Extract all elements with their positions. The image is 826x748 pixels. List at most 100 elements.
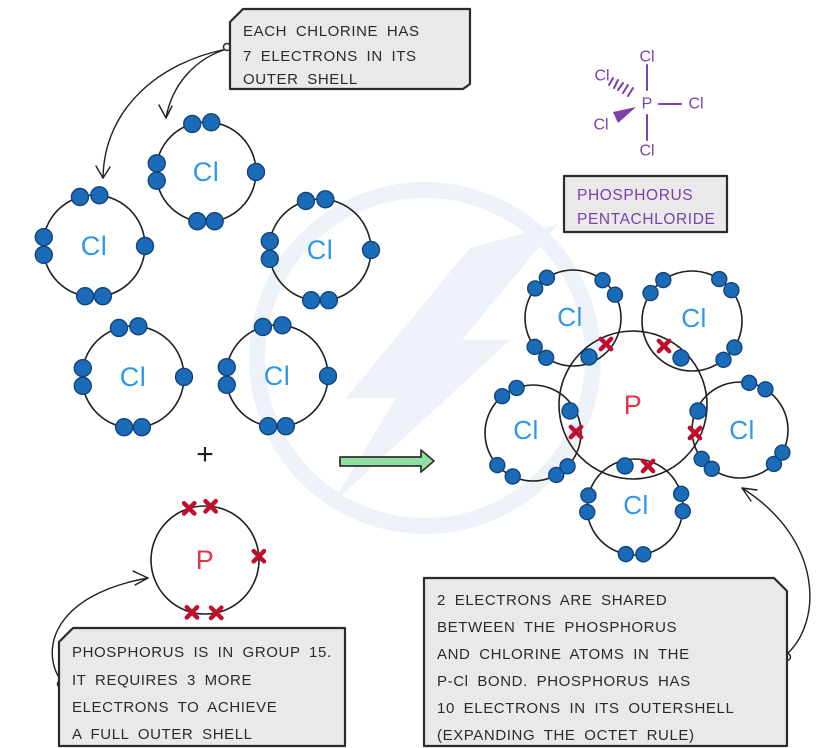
shared-electron-pair [616,457,656,475]
electron-dot [715,351,732,369]
electron-cross [568,424,584,440]
note-line: (EXPANDING THE OCTET RULE) [437,727,695,744]
electron-dot [774,444,791,461]
electron-dot [580,348,598,366]
electron-cross [208,605,224,621]
electron-dot [319,291,339,310]
arrowhead [132,570,149,586]
electron-dot [635,546,652,563]
arrowhead [95,165,111,179]
product-chlorine-atom-5: Cl [579,457,692,563]
electron-dot [548,466,565,484]
electron-dot [114,418,134,437]
electron-dot [70,187,90,207]
reaction-arrow-icon [339,449,435,473]
atom-symbol-label: Cl [513,415,539,445]
atom-shell-circle [150,505,260,615]
electron-dot [579,503,596,521]
note-line: BETWEEN THE PHOSPHORUS [437,619,677,636]
electron-dot [526,280,544,297]
formula-cl-lower-left: Cl [593,117,608,134]
atom-shell-circle [484,384,582,482]
hashed-wedge-bond [608,77,634,97]
electron-dot [174,367,194,387]
electron-dot [132,418,152,437]
electron-dot [147,154,166,173]
atom-shell-circle [641,270,743,372]
electron-dot [655,271,672,289]
electron-dot [273,316,292,335]
formula-cl-bottom: Cl [639,143,654,160]
electron-dot [504,468,521,485]
note-line: P-Cl BOND. PHOSPHORUS HAS [437,673,691,690]
electron-cross [598,336,614,352]
reactant-phosphorus-atom: P [150,498,267,621]
electron-cross [181,500,197,516]
electron-cross [640,458,656,474]
product-chlorine-atom-3: Cl [484,379,584,485]
electron-dot [672,349,690,367]
reactant-chlorine-atom-2: Cl [34,186,155,306]
atom-shell-circle [524,269,622,367]
reactant-chlorine-atom-5: Cl [217,316,338,436]
molecule-name-line: PHOSPHORUS [577,187,693,204]
solid-wedge-bond [613,107,636,123]
electron-dot [246,162,266,182]
electron-dot [253,317,273,337]
electron-dot [202,113,221,132]
product-chlorine-atom-2: Cl [641,270,743,372]
molecule-name-line: PENTACHLORIDE [577,211,715,228]
electron-dot [537,349,555,366]
arrow-to-chlorine-top [165,48,228,119]
electron-dot [217,357,236,377]
electron-dot [296,191,316,211]
product-chlorine-atom-4: Cl [687,374,791,479]
electron-cross [687,425,703,441]
electron-dot [674,502,692,520]
electron-dot [73,376,92,396]
note-line: AND CHLORINE ATOMS IN THE [437,646,690,663]
note-box-shape [57,626,347,748]
electron-dot [109,318,129,338]
formula-p-center: P [642,96,653,113]
sharing-note-box: 2 ELECTRONS ARE SHARED BETWEEN THE PHOSP… [422,576,789,748]
note-line: IT REQUIRES 3 MORE [72,672,252,689]
arrowhead [741,487,758,502]
atom-symbol-label: Cl [193,157,220,187]
electron-dot [561,402,579,420]
note-box-shape [228,7,472,91]
electron-dot [594,271,611,289]
electron-dot [318,366,338,386]
atom-symbol-label: Cl [264,361,291,391]
electron-dot [73,358,92,378]
atom-symbol-label: Cl [557,302,583,332]
reactant-chlorine-atom-3: Cl [260,190,381,310]
electron-cross [656,338,672,354]
electron-dot [93,287,113,306]
electron-dot [689,402,707,420]
note-line: OUTER SHELL [243,71,358,88]
electron-dot [34,227,53,247]
electron-dot [183,114,202,134]
molecule-name-box: PHOSPHORUS PENTACHLORIDE [562,174,729,234]
electron-dot [135,236,155,256]
electron-dot [765,455,783,473]
electron-dot [559,458,576,475]
electron-dot [740,374,758,392]
note-line: 2 ELECTRONS ARE SHARED [437,592,667,609]
electron-dot [672,485,690,502]
arrow-to-product-chlorine [741,487,811,655]
electron-dot [617,545,635,563]
electron-dot [616,457,634,475]
note-line: 7 ELECTRONS IN ITS [243,48,417,65]
electron-dot [361,240,381,260]
electron-cross [251,548,267,564]
arrow-to-phosphorus [51,577,149,682]
note-line: PHOSPHORUS IS IN GROUP 15. [72,644,332,661]
atom-symbol-label: P [196,545,215,575]
electron-dot [90,186,109,205]
name-box-shape [562,174,729,234]
plus-operator: + [196,438,214,471]
